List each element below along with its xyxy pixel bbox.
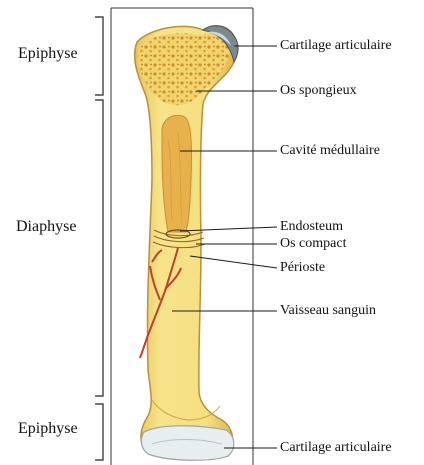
label-compact-bone: Os compact [280, 236, 346, 252]
region-diaphyse: Diaphyse [16, 218, 76, 236]
region-epiphyse-bottom: Epiphyse [18, 420, 78, 438]
label-spongy-bone: Os spongieux [280, 83, 357, 99]
label-periosteum: Périoste [280, 260, 325, 276]
region-epiphyse-top: Epiphyse [18, 45, 78, 63]
label-medullary-cavity: Cavité médullaire [280, 143, 380, 159]
label-endosteum: Endosteum [280, 219, 343, 235]
label-cartilage-bottom: Cartilage articulaire [280, 440, 392, 456]
bracket-diaphyse [95, 100, 103, 396]
bracket-epiphyse-bottom [95, 404, 103, 460]
label-blood-vessel: Vaisseau sanguin [280, 303, 376, 319]
bracket-epiphyse-top [95, 17, 103, 95]
label-cartilage-top: Cartilage articulaire [280, 38, 392, 54]
leader-periosteum [190, 256, 277, 268]
medullary-cavity [162, 115, 191, 232]
